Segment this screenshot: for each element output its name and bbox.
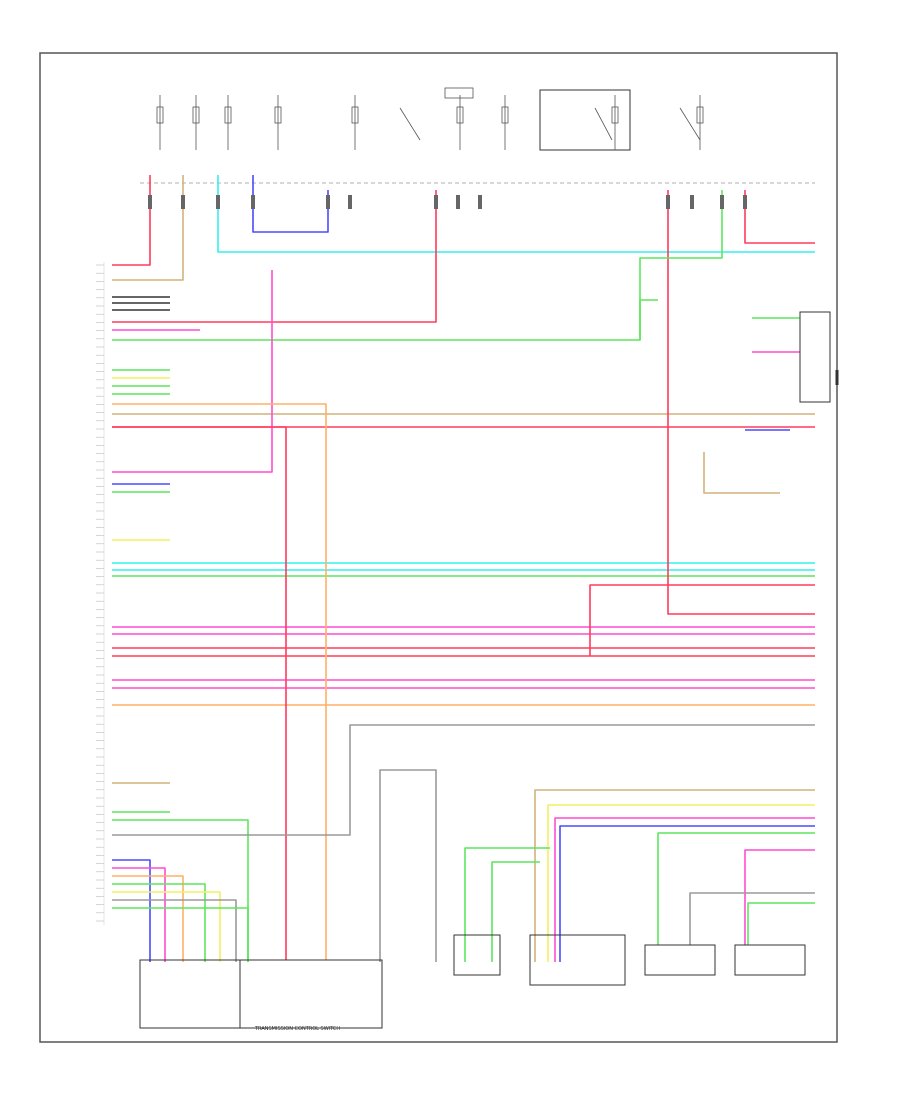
transmission-control-switch-label: TRANSMISSION CONTROL SWITCH [254, 1026, 340, 1032]
wire-gray-lower [112, 724, 815, 836]
connector-pin [743, 195, 747, 209]
wire-feed-blue [252, 175, 329, 233]
fuse-symbol [501, 106, 509, 124]
component-box [453, 934, 501, 976]
wire-bundle [112, 907, 249, 962]
diagram-frame [39, 52, 838, 1043]
component-box [139, 959, 241, 1029]
wire-orange-vertical [112, 403, 327, 960]
relay-contact [399, 107, 421, 141]
wire-green-lower-right [657, 832, 815, 945]
connector-pin [666, 195, 670, 209]
connector-pin [720, 195, 724, 209]
wire-green-upper [112, 299, 658, 341]
wire-red-upper [112, 190, 437, 323]
wire-red-right [667, 190, 815, 615]
relay-contact [679, 107, 701, 141]
connector-pin [251, 195, 255, 209]
wire-red-topright [744, 190, 815, 244]
wire-pink-lower-right [744, 849, 815, 945]
wire-tan-right [703, 452, 780, 494]
relay-coil [444, 87, 474, 99]
relay-contact [594, 107, 613, 141]
wire-feed-cyan [217, 175, 815, 253]
connector-pin [216, 195, 220, 209]
wire-bundle [112, 891, 221, 962]
wire-green-bottom-right [747, 902, 815, 945]
connector-pin [690, 195, 694, 209]
wire-green-lower [112, 819, 249, 962]
wire-feed-tan [112, 175, 184, 281]
wire-red-vertical [112, 426, 287, 960]
wire-group [112, 175, 815, 962]
connector-pin [326, 195, 330, 209]
component-box [644, 944, 716, 976]
fuse-symbol [696, 106, 704, 124]
wire-gray-lower-right [689, 892, 815, 945]
connector-pin [434, 195, 438, 209]
wire-gray-center [379, 769, 437, 962]
component-box [529, 934, 626, 986]
transmission-control-switch-box [239, 959, 383, 1029]
component-group [139, 89, 831, 1029]
wire-green-center [464, 847, 550, 962]
fuse-symbol [192, 106, 200, 124]
component-box [734, 944, 806, 976]
fuse-symbol [456, 106, 464, 124]
wire-feed-red [112, 175, 151, 266]
connector-pin [148, 195, 152, 209]
wire-bundle [112, 883, 206, 962]
wire-red-mid [589, 584, 815, 656]
wire-blue-lower [559, 825, 815, 962]
fuse-symbol [611, 106, 619, 124]
connector-pin [478, 195, 482, 209]
connector-pin [348, 195, 352, 209]
wire-bundle [112, 859, 151, 962]
wire-green-right [639, 190, 723, 340]
wire-tan-lower [534, 789, 815, 962]
wire-yellow-lower [547, 804, 815, 962]
fuse-symbol [351, 106, 359, 124]
fuse-symbol [274, 106, 282, 124]
fuse-symbol [156, 106, 164, 124]
wire-bundle [112, 875, 184, 962]
wire-bundle [112, 899, 237, 962]
wire-pink-lower [554, 817, 815, 962]
fuse-symbol [224, 106, 232, 124]
wire-green-center2 [491, 861, 540, 962]
connector-pin [181, 195, 185, 209]
switch-box [539, 89, 631, 151]
ecm-pin-column [96, 262, 105, 925]
connector-pin [456, 195, 460, 209]
wire-bundle [112, 867, 166, 962]
component-box [799, 311, 831, 403]
wire-pink-vertical [112, 270, 273, 473]
fuse-group [156, 87, 704, 150]
